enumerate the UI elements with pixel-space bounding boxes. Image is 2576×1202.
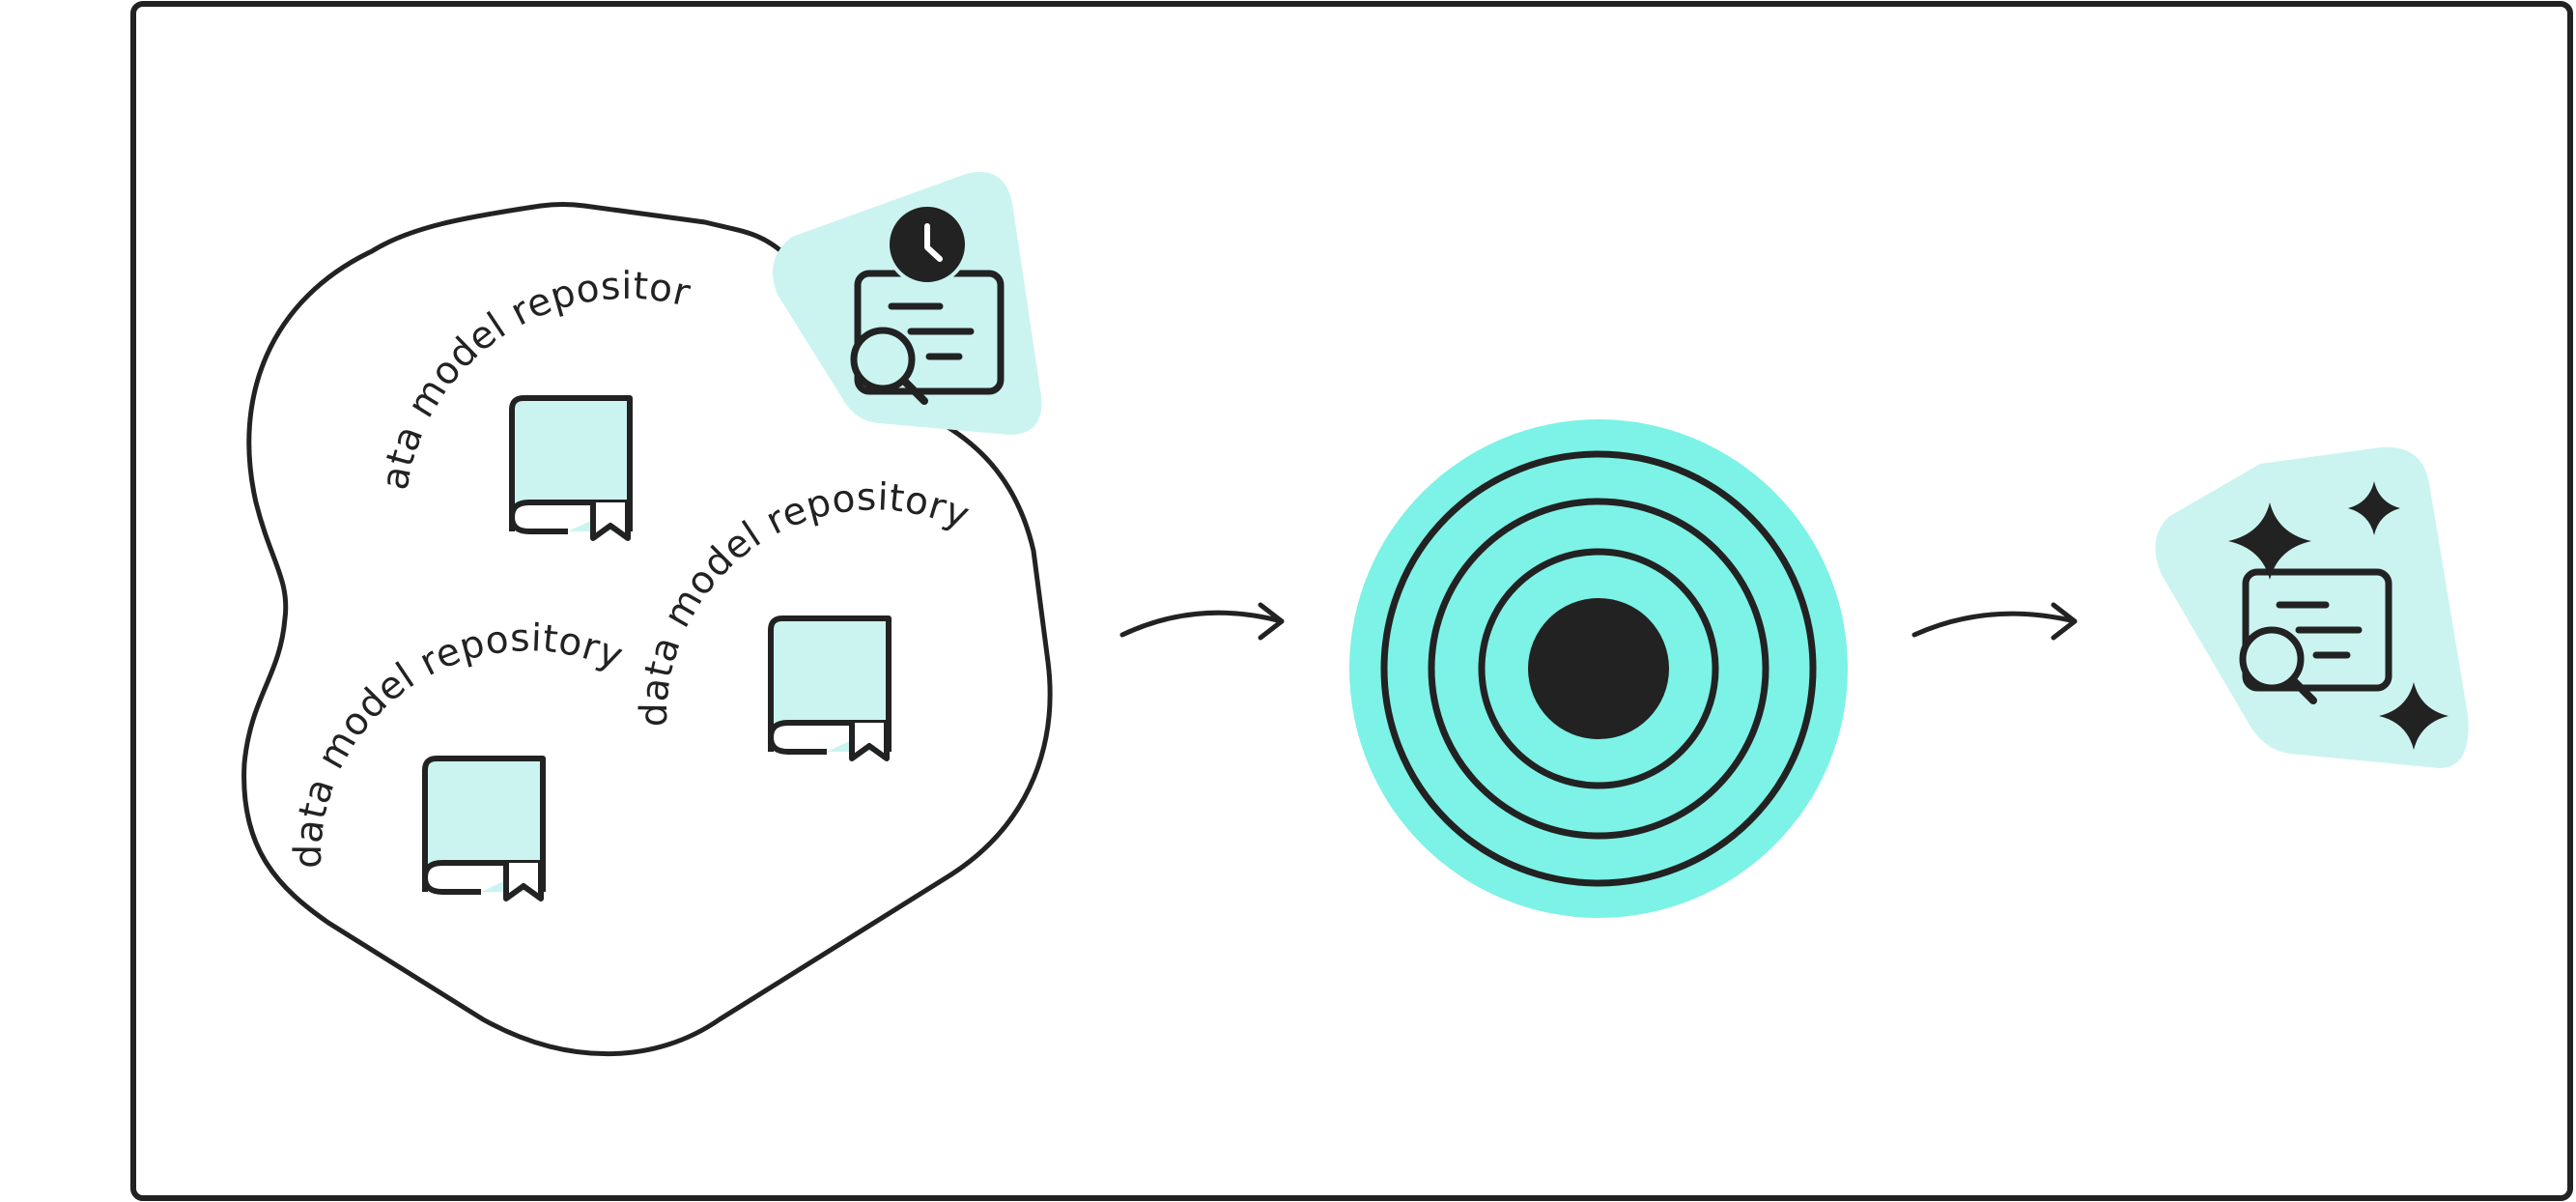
search-history-badge (773, 172, 1042, 435)
sparkle-icon (2379, 682, 2449, 750)
document-search-sparkle-icon (2228, 481, 2449, 750)
document-search-clock-icon (850, 203, 1005, 405)
sparkle-icon (2348, 481, 2400, 535)
concentric-target-icon (1349, 419, 1848, 918)
book-icon (422, 756, 546, 902)
curved-arrow-right-icon (1119, 602, 1285, 641)
curved-arrow-right-icon (1911, 602, 2078, 641)
diagram-frame (130, 1, 2573, 1201)
search-results-badge (2155, 446, 2469, 768)
book-icon (768, 615, 892, 761)
sparkle-icon (2228, 502, 2311, 580)
book-icon (509, 395, 633, 541)
